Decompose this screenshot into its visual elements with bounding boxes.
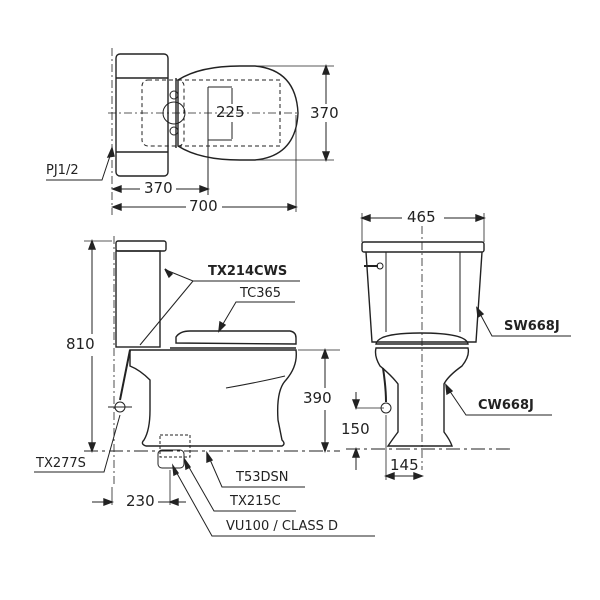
dim-length: 700 — [189, 197, 218, 215]
dim-rough-in: 370 — [144, 179, 173, 197]
label-inlet: PJ1/2 — [46, 163, 79, 178]
dim-inlet-height: 150 — [341, 420, 370, 438]
label-seat: TC365 — [240, 286, 282, 301]
label-bolt: T53DSN — [236, 470, 289, 485]
label-front-tank: SW668J — [504, 319, 560, 334]
front-view — [346, 213, 571, 481]
label-tank-fitting: TX214CWS — [208, 264, 288, 279]
label-standard: VU100 / CLASS D — [226, 519, 339, 534]
top-view — [46, 48, 334, 215]
dim-top-width: 370 — [310, 104, 339, 122]
side-view — [34, 236, 375, 537]
label-adapter: TX215C — [230, 494, 281, 509]
label-front-bowl: CW668J — [478, 398, 534, 413]
label-supply: TX277S — [36, 456, 86, 471]
dim-inlet-offset: 145 — [390, 456, 419, 474]
dim-outlet-offset: 230 — [126, 492, 155, 510]
dim-total-height: 810 — [66, 335, 95, 353]
dim-seat-height: 390 — [303, 389, 332, 407]
dim-front-width: 465 — [407, 208, 436, 226]
dim-hole-spacing: 225 — [216, 103, 245, 121]
